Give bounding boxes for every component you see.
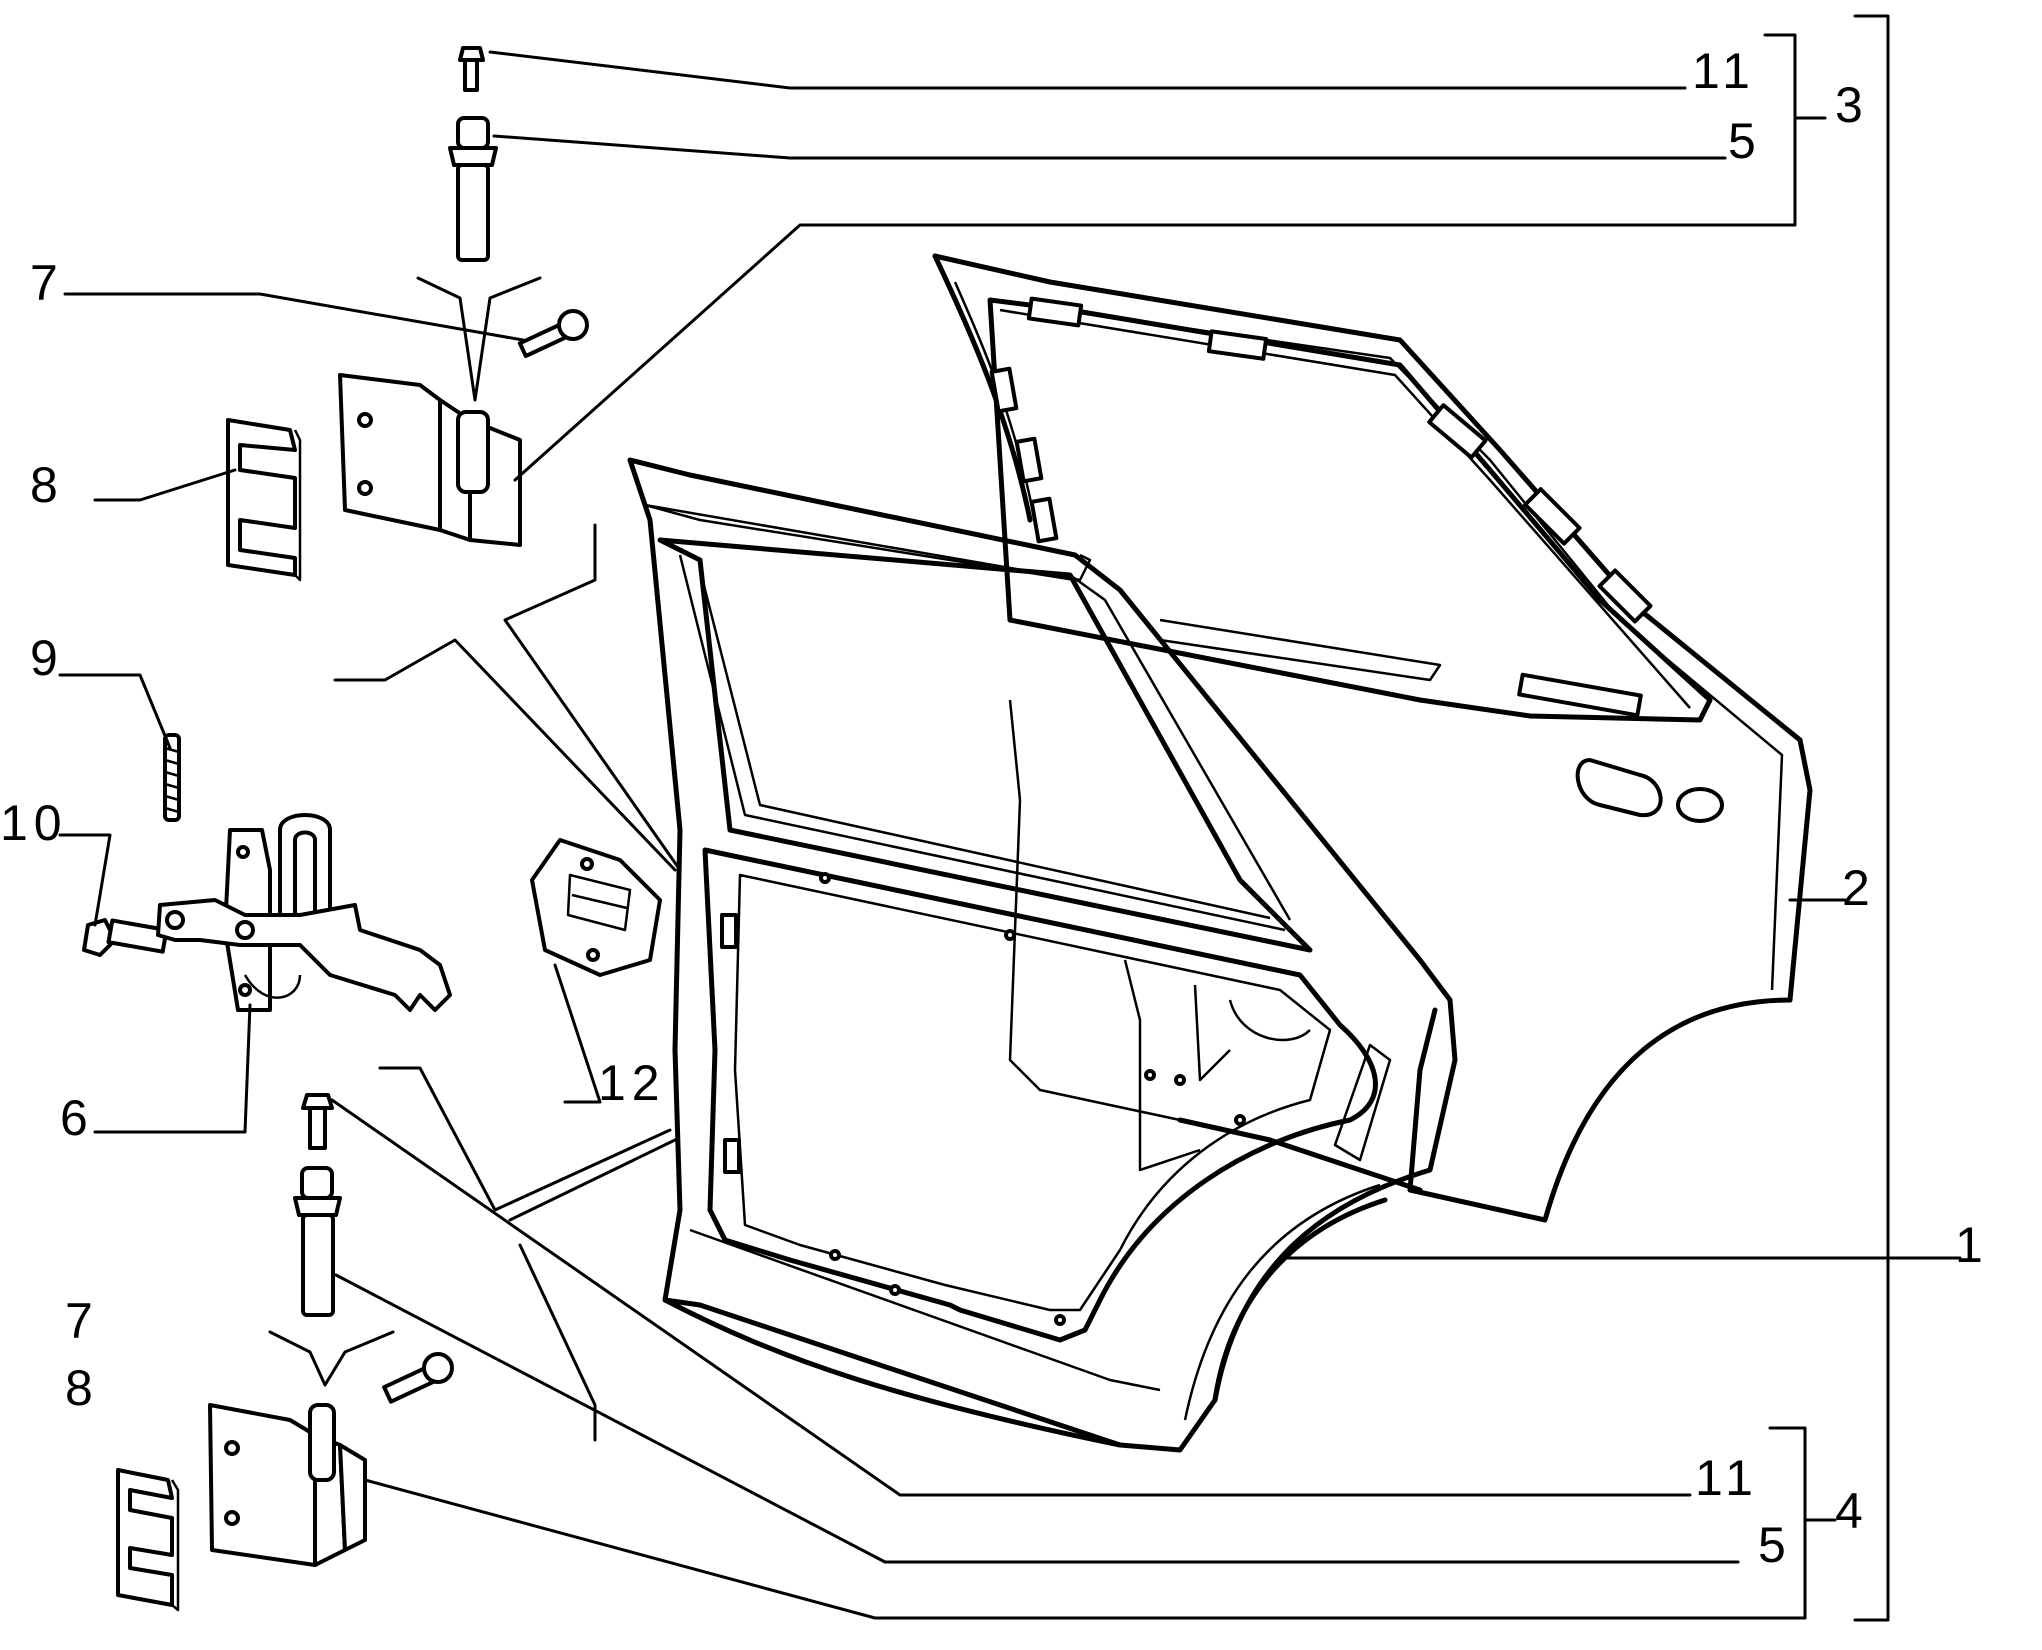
callout-8-bottom: 8 <box>65 1360 99 1416</box>
callout-9: 9 <box>30 630 64 686</box>
callout-2: 2 <box>1842 860 1876 916</box>
outer-door-panel <box>932 253 1813 1223</box>
leader-lines <box>58 14 1962 1622</box>
door-check-assembly <box>82 733 452 1012</box>
callout-10: 10 <box>0 795 68 851</box>
callout-7-bottom: 7 <box>65 1293 99 1349</box>
callout-3: 3 <box>1835 77 1869 133</box>
door-frame-assembly <box>627 457 1458 1453</box>
callout-1: 1 <box>1955 1217 1989 1273</box>
callout-5-bottom: 5 <box>1758 1517 1792 1573</box>
callout-12: 12 <box>598 1055 666 1111</box>
callout-5-top: 5 <box>1728 113 1762 169</box>
callout-4: 4 <box>1835 1483 1869 1539</box>
callout-6: 6 <box>60 1090 94 1146</box>
callout-11-bottom: 11 <box>1695 1450 1759 1506</box>
callout-7-top: 7 <box>30 255 64 311</box>
lower-hinge-group <box>116 1093 454 1612</box>
callout-8-top: 8 <box>30 457 64 513</box>
upper-hinge-group <box>226 46 589 582</box>
striker-plate <box>530 838 662 977</box>
callout-11-top: 11 <box>1692 43 1756 99</box>
